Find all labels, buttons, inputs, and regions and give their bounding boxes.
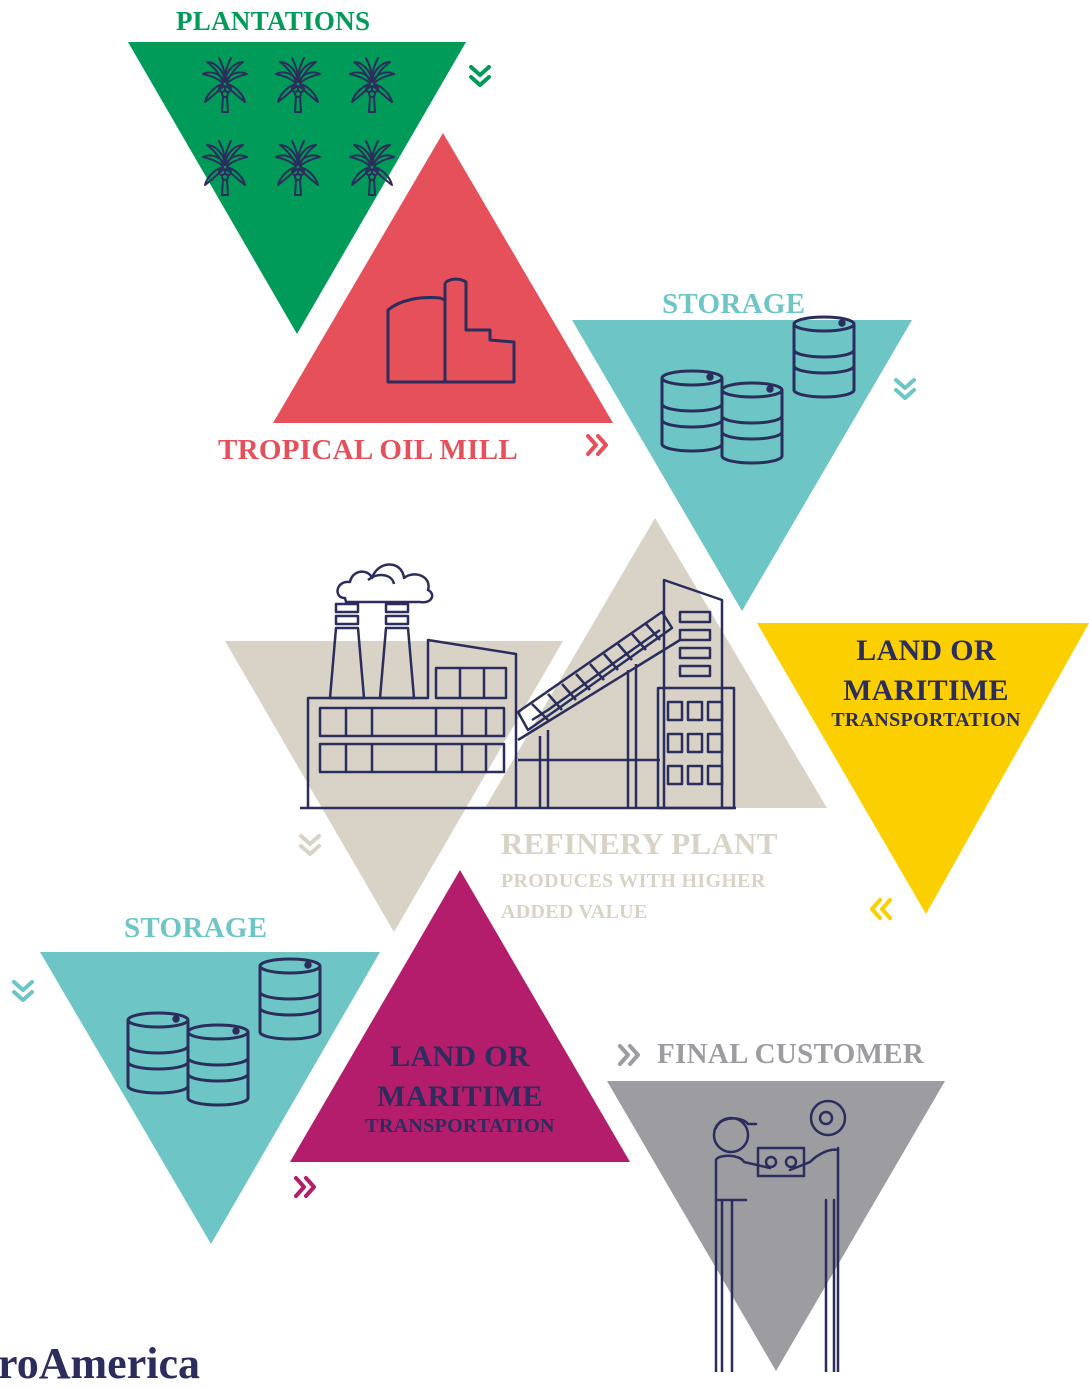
refinery-chevron: [299, 834, 321, 856]
customer-chevron: [618, 1044, 640, 1066]
plantations-triangle: [128, 42, 466, 334]
storage-bottom-label: STORAGE: [124, 912, 268, 944]
refinery-up-triangle: [485, 518, 827, 808]
transport-bottom-line2: MARITIME: [377, 1080, 543, 1113]
mill-label: TROPICAL OIL MILL: [218, 434, 518, 466]
storage-top-triangle: [572, 320, 912, 611]
transport-bottom-line1: LAND OR: [390, 1040, 530, 1073]
chevron-left-icon: [870, 898, 892, 920]
transport-top-triangle: [757, 623, 1089, 914]
plantations-label: PLANTATIONS: [176, 6, 371, 36]
transport-top-line1: LAND OR: [856, 634, 996, 667]
chevron-down-icon: [12, 65, 916, 1002]
transport-bottom-triangle: [290, 870, 630, 1162]
refinery-sublabel-1: PRODUCES WITH HIGHER: [501, 870, 766, 892]
mill-triangle: [273, 133, 613, 423]
transport-bottom-chevron: [294, 1176, 316, 1198]
handshake-icon: [712, 1099, 847, 1372]
chevron-right-icon: [294, 434, 640, 1198]
storage-bottom-chevron: [12, 980, 34, 1002]
storage-top-chevron: [894, 378, 916, 400]
storage-bottom-triangle: [40, 952, 380, 1244]
brand-logo-text: roAmerica: [0, 1339, 200, 1388]
refinery-down-triangle: [225, 641, 563, 932]
refinery-icon: [300, 563, 736, 810]
mill-chevron: [586, 434, 608, 456]
customer-label: FINAL CUSTOMER: [657, 1038, 925, 1070]
transport-top-label: LAND OR MARITIME TRANSPORTATION: [800, 634, 1052, 731]
plantations-chevron: [469, 65, 491, 87]
transport-top-chevron: [870, 898, 892, 920]
transport-top-sublabel: TRANSPORTATION: [831, 709, 1021, 731]
transport-bottom-label: LAND OR MARITIME TRANSPORTATION: [330, 1040, 590, 1137]
transport-bottom-sublabel: TRANSPORTATION: [365, 1115, 555, 1137]
refinery-sublabel-2: ADDED VALUE: [501, 901, 648, 923]
transport-top-line2: MARITIME: [843, 674, 1009, 707]
mill-icon: [386, 277, 516, 384]
refinery-label: REFINERY PLANT: [501, 826, 778, 861]
storage-top-label: STORAGE: [662, 288, 806, 320]
customer-triangle: [607, 1081, 945, 1371]
